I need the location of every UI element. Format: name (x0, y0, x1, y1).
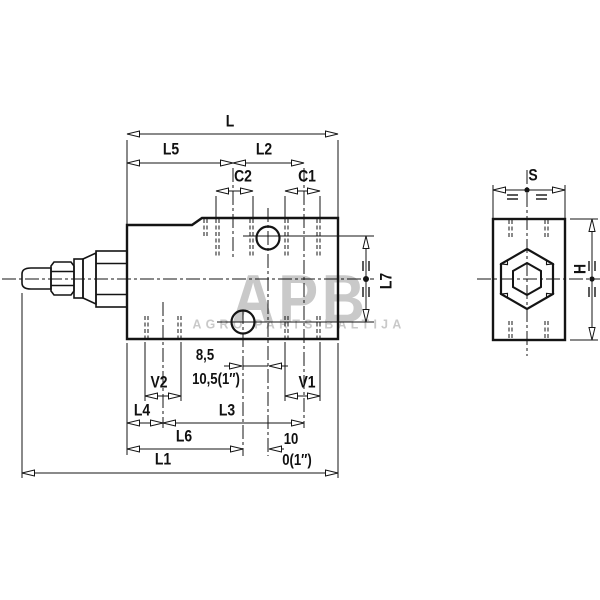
dim-label-H: H (570, 263, 590, 275)
side-hidden-bores (508, 220, 549, 339)
stem-big-hex-nut (95, 250, 128, 308)
dim-label-L2: L2 (255, 139, 273, 159)
hidden-bores (144, 219, 321, 338)
port-axes (162, 168, 305, 456)
extension-lines (21, 140, 374, 478)
dim-label-C2: C2 (234, 166, 252, 186)
l7-symmetry-marks (362, 261, 370, 297)
dim-label-C1: C1 (298, 166, 316, 186)
dim-label-L3: L3 (218, 400, 236, 420)
dim-label-10: 10 (283, 431, 299, 448)
adjustment-stem (21, 250, 128, 308)
hex-chamfer-ticks (499, 259, 555, 299)
dimension-lines (21, 130, 370, 477)
dim-label-L: L (225, 111, 235, 131)
s-symmetry-marks (507, 187, 547, 200)
side-body-outline (491, 217, 567, 342)
front-body-outline (125, 216, 340, 341)
dim-label-V2: V2 (150, 372, 168, 392)
dim-label-L4: L4 (133, 400, 151, 420)
front-view (2, 130, 374, 478)
dim-label-V1: V1 (298, 372, 316, 392)
h-symmetry-marks (588, 261, 596, 297)
dim-label-10-5: 10,5(1″) (192, 371, 240, 388)
side-hex-socket-inner (512, 261, 542, 297)
dim-label-L6: L6 (175, 426, 193, 446)
dim-label-L1: L1 (154, 449, 172, 469)
dim-label-L7: L7 (376, 272, 396, 290)
dim-label-8-5: 8,5 (195, 347, 215, 364)
dim-label-0: 0(1″) (282, 452, 312, 469)
dim-label-L5: L5 (162, 139, 180, 159)
stem-tip (21, 267, 52, 290)
watermark-subtitle: AGRO PARTS BALTIJA (192, 316, 406, 332)
dim-label-S: S (528, 165, 538, 185)
side-view (477, 170, 600, 356)
